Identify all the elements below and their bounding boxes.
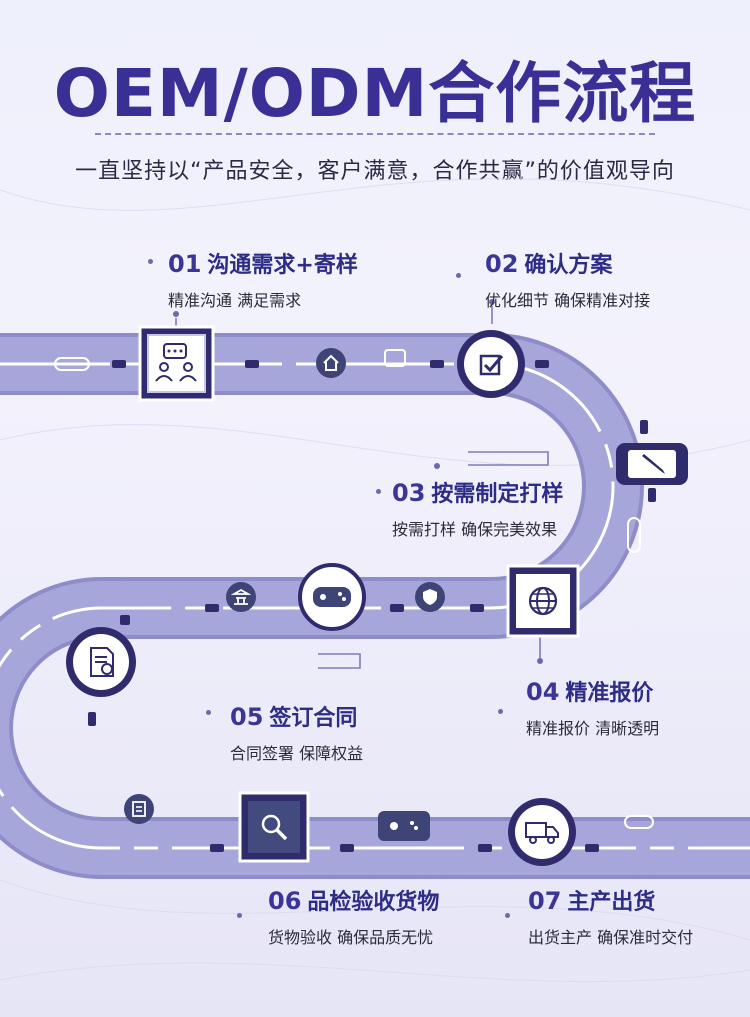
house-icon [323,354,339,371]
bullet-dot [505,913,510,918]
chat-meeting-icon [155,343,197,382]
gamepad-icon [313,587,351,607]
document-icon [132,801,146,817]
controller-icon [390,821,418,830]
pagoda-icon [231,588,251,605]
bullet-dot [237,913,242,918]
step-01-desc: 精准沟通 满足需求 [168,291,302,310]
step-04-desc: 精准报价 清晰透明 [526,719,660,738]
step-02-desc: 优化细节 确保精准对接 [485,291,651,310]
page-title: OEM/ODM合作流程 [53,55,697,132]
step-07-desc: 出货主产 确保准时交付 [528,928,694,947]
bullet-dot [148,259,153,264]
bullet-dot [376,489,381,494]
bullet-dot [456,273,461,278]
truck-icon [525,822,559,844]
step-06-desc: 货物验收 确保品质无忧 [268,928,434,947]
step-05-desc: 合同签署 保障权益 [230,744,364,763]
shield-icon [423,589,437,605]
page-subtitle: 一直坚持以“产品安全，客户满意，合作共赢”的价值观导向 [75,159,675,184]
title-divider [95,133,655,135]
magnifier-icon [261,814,288,841]
checkbox-icon [479,354,504,376]
globe-icon [528,586,558,616]
bullet-dot [206,710,211,715]
bullet-dot [498,709,503,714]
pen-icon [642,454,665,474]
contract-icon [90,647,114,677]
step-03-desc: 按需打样 确保完美效果 [392,520,558,539]
